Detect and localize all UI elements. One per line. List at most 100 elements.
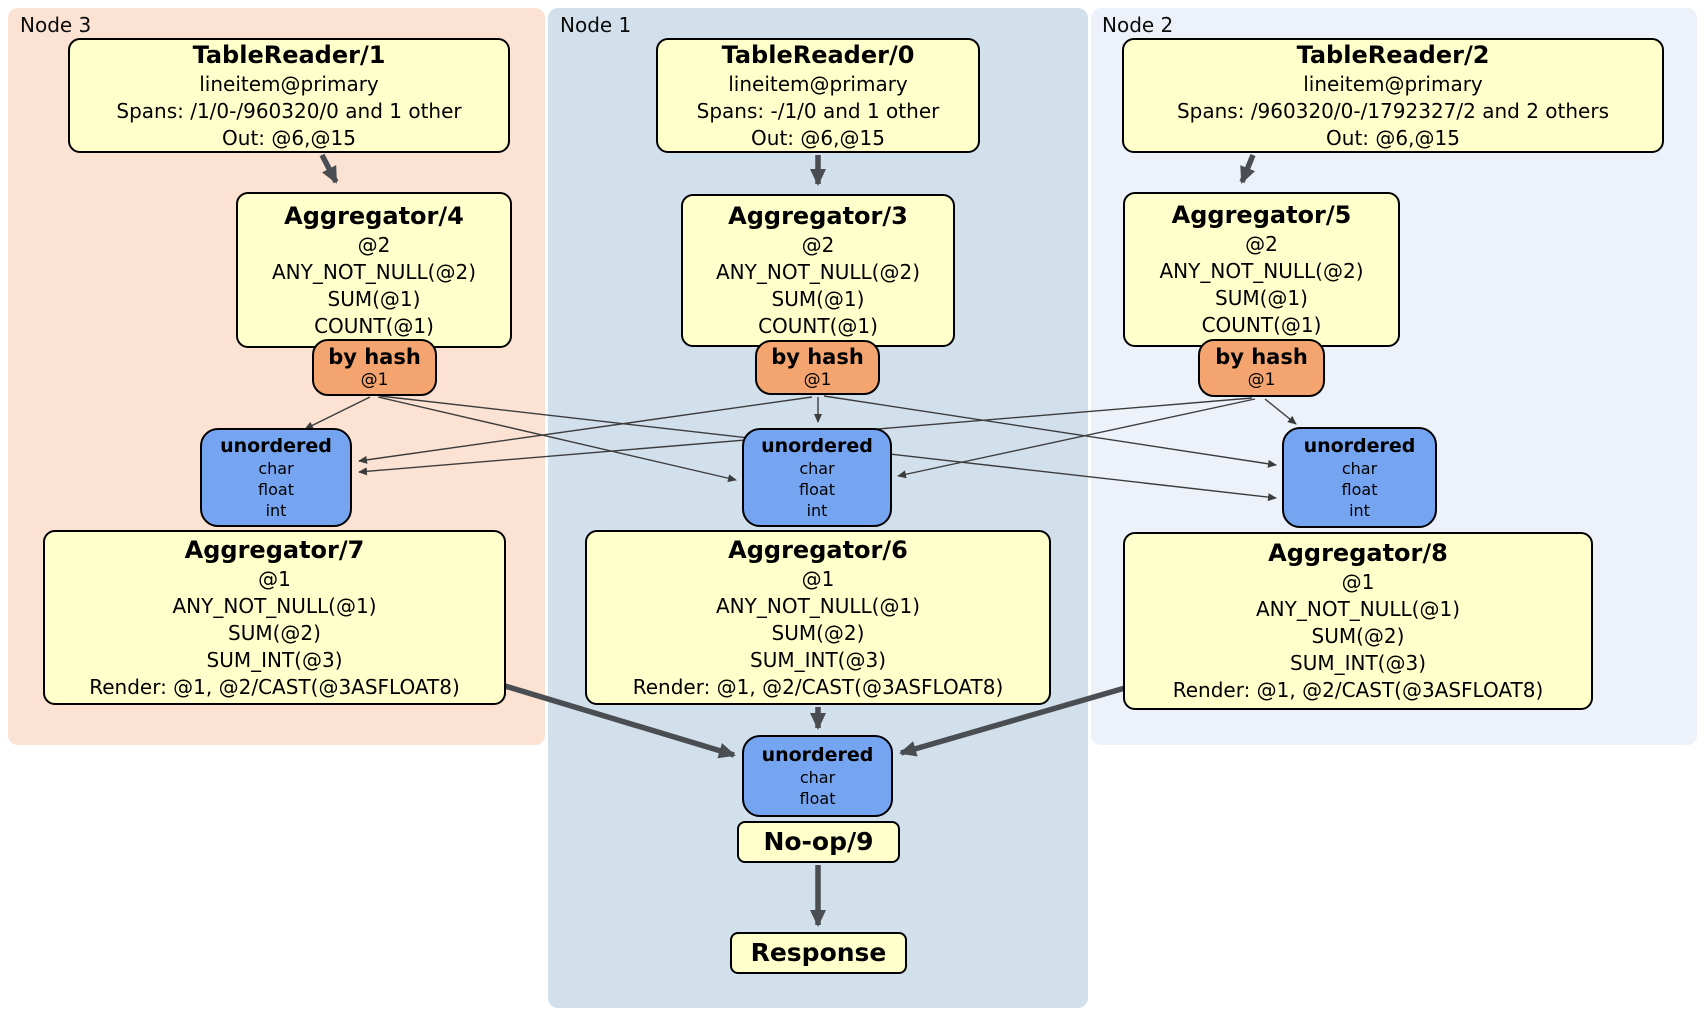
aggregator-5-box: Aggregator/5 @2 ANY_NOT_NULL(@2) SUM(@1)… [1123, 192, 1400, 347]
sync-title: unordered [761, 744, 874, 766]
box-line: @1 [1341, 570, 1375, 594]
box-line: lineitem@primary [728, 71, 908, 96]
box-title: TableReader/1 [192, 40, 386, 69]
box-title: TableReader/2 [1296, 40, 1490, 69]
router-line: @1 [1247, 370, 1276, 390]
box-line: ANY_NOT_NULL(@1) [716, 593, 920, 618]
node2-hash-router: by hash @1 [1198, 339, 1325, 397]
box-line: Render: @1, @2/CAST(@3ASFLOAT8) [632, 674, 1004, 699]
table-reader-0-box: TableReader/0 lineitem@primary Spans: -/… [656, 38, 980, 153]
router-title: by hash [771, 344, 864, 369]
box-line: Out: @6,@15 [1326, 125, 1460, 150]
sync-line: int [1349, 501, 1370, 520]
aggregator-8-box: Aggregator/8 @1 ANY_NOT_NULL(@1) SUM(@2)… [1123, 532, 1593, 710]
box-line: SUM(@2) [1311, 624, 1405, 648]
aggregator-7-box: Aggregator/7 @1 ANY_NOT_NULL(@1) SUM(@2)… [43, 530, 506, 705]
sync-line: float [1341, 480, 1378, 499]
sync-title: unordered [1303, 435, 1416, 457]
box-line: Out: @6,@15 [222, 125, 356, 150]
sync-title: unordered [761, 435, 873, 457]
edge [319, 153, 339, 184]
sync-line: int [265, 501, 287, 520]
box-line: SUM(@1) [327, 286, 421, 311]
box-line: SUM(@2) [228, 620, 321, 645]
box-line: Spans: -/1/0 and 1 other [696, 98, 940, 123]
box-line: COUNT(@1) [1201, 313, 1322, 337]
sync-line: char [799, 768, 836, 787]
table-reader-2-box: TableReader/2 lineitem@primary Spans: /9… [1122, 38, 1664, 153]
edge [1264, 398, 1297, 425]
edge [823, 395, 1277, 468]
box-line: Spans: /960320/0-/1792327/2 and 2 others [1176, 98, 1609, 123]
router-line: @1 [803, 369, 832, 390]
box-title: TableReader/0 [721, 40, 915, 69]
box-line: ANY_NOT_NULL(@2) [272, 259, 476, 284]
box-line: SUM(@1) [771, 287, 865, 311]
edge [377, 396, 737, 483]
box-line: @2 [357, 232, 391, 257]
box-line: @2 [801, 233, 835, 257]
box-title: Aggregator/5 [1171, 201, 1352, 229]
aggregator-6-box: Aggregator/6 @1 ANY_NOT_NULL(@1) SUM(@2)… [585, 530, 1051, 705]
node3-label: Node 3 [20, 13, 92, 37]
table-reader-1-box: TableReader/1 lineitem@primary Spans: /1… [68, 38, 510, 153]
node1-unordered-sync: unordered char float int [742, 428, 892, 527]
sync-line: char [1341, 459, 1378, 478]
box-line: ANY_NOT_NULL(@2) [716, 260, 920, 284]
aggregator-3-box: Aggregator/3 @2 ANY_NOT_NULL(@2) SUM(@1)… [681, 194, 955, 347]
response-box: Response [730, 932, 907, 974]
aggregator-4-box: Aggregator/4 @2 ANY_NOT_NULL(@2) SUM(@1)… [236, 192, 512, 348]
final-unordered-sync: unordered char float [742, 735, 893, 817]
edge [358, 396, 813, 464]
box-line: @1 [258, 566, 291, 591]
box-title: Aggregator/8 [1268, 539, 1448, 567]
sync-line: int [806, 501, 828, 520]
box-line: Spans: /1/0-/960320/0 and 1 other [116, 98, 462, 123]
box-line: Render: @1, @2/CAST(@3ASFLOAT8) [1172, 678, 1544, 702]
box-line: Out: @6,@15 [751, 125, 885, 150]
sync-line: char [799, 459, 835, 478]
box-line: ANY_NOT_NULL(@1) [1256, 597, 1460, 621]
node2-unordered-sync: unordered char float int [1282, 427, 1437, 528]
box-title: Aggregator/7 [184, 535, 365, 564]
router-title: by hash [1215, 345, 1308, 369]
node3-unordered-sync: unordered char float int [200, 428, 352, 527]
router-title: by hash [328, 344, 421, 369]
node2-label: Node 2 [1102, 13, 1174, 37]
box-line: SUM_INT(@3) [750, 647, 886, 672]
node1-label: Node 1 [560, 13, 632, 37]
edge [304, 396, 371, 430]
edge [897, 398, 1256, 479]
box-line: SUM_INT(@3) [1290, 651, 1426, 675]
flow-edges [319, 153, 1256, 927]
box-line: SUM(@1) [1215, 286, 1308, 310]
box-title: Response [750, 938, 887, 967]
box-line: Render: @1, @2/CAST(@3ASFLOAT8) [89, 674, 460, 699]
box-line: lineitem@primary [199, 71, 379, 96]
box-line: SUM(@2) [771, 620, 865, 645]
sync-title: unordered [220, 435, 332, 457]
node3-hash-router: by hash @1 [312, 339, 437, 396]
box-title: Aggregator/3 [728, 202, 908, 230]
noop-box: No-op/9 [737, 821, 900, 863]
sync-line: float [799, 789, 836, 808]
sync-line: float [258, 480, 294, 499]
box-title: No-op/9 [763, 827, 874, 856]
box-line: ANY_NOT_NULL(@2) [1159, 259, 1364, 283]
edge [504, 683, 736, 759]
box-line: @1 [801, 566, 835, 591]
box-line: COUNT(@1) [314, 313, 434, 338]
router-line: @1 [360, 369, 389, 390]
box-line: COUNT(@1) [758, 314, 878, 338]
sync-line: float [799, 480, 835, 499]
box-line: lineitem@primary [1303, 71, 1483, 96]
box-line: @2 [1245, 232, 1278, 256]
edge [1239, 153, 1256, 184]
box-title: Aggregator/4 [284, 201, 464, 230]
node1-hash-router: by hash @1 [755, 340, 880, 395]
edge [899, 685, 1126, 757]
box-title: Aggregator/6 [728, 535, 908, 564]
sync-line: char [258, 459, 294, 478]
box-line: SUM_INT(@3) [206, 647, 343, 672]
